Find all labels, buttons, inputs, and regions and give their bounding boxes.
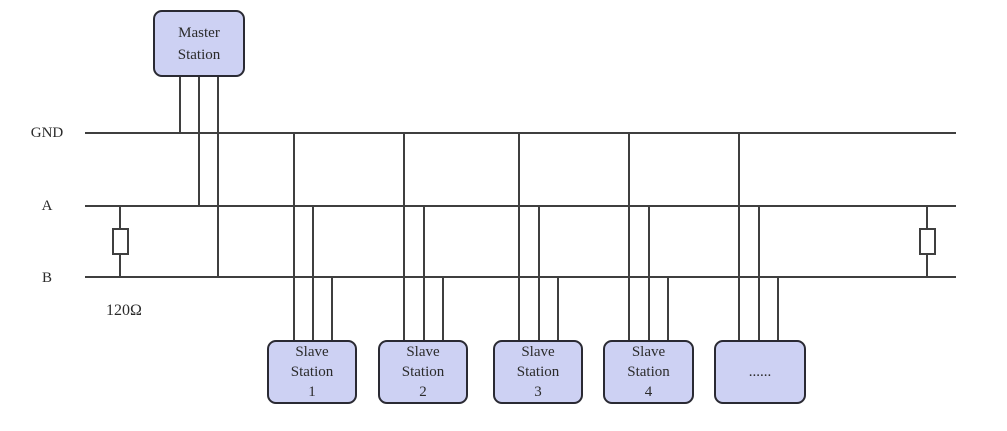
master-station-label-line1: Master [178,24,220,41]
slave-station-1-box: Slave Station 1 [267,340,357,404]
slave-ellipsis-b-wire [777,277,779,341]
slave4-a-wire [648,206,650,341]
a-bus-line [85,205,956,207]
slave-station-2-label-line3: 2 [419,384,427,400]
slave1-b-wire [331,277,333,341]
slave-station-3-label-line2: Station [516,364,560,380]
master-b-wire [217,76,219,278]
slave2-a-wire [423,206,425,341]
slave-station-1-label-line2: Station [290,364,334,380]
slave-station-3-box: Slave Station 3 [493,340,583,404]
slave-station-ellipsis-label: ...... [748,364,772,380]
slave2-b-wire [442,277,444,341]
slave4-b-wire [667,277,669,341]
left-termination-resistor [112,228,129,255]
master-station-label-line2: Station [177,46,221,63]
slave-station-4-label-line3: 4 [644,384,653,400]
slave1-gnd-wire [293,133,295,341]
slave3-b-wire [557,277,559,341]
slave3-a-wire [538,206,540,341]
right-termination-resistor [919,228,936,255]
slave-station-2-label-line1: Slave [406,344,440,360]
slave-station-2-box: Slave Station 2 [378,340,468,404]
slave-station-3-label-line3: 3 [534,384,542,400]
slave-ellipsis-gnd-wire [738,133,740,341]
slave-station-4-label-line2: Station [627,364,670,380]
master-station-box: Master Station [153,10,245,77]
slave-station-1-label-line1: Slave [295,344,329,360]
slave-station-1-label-line3: 1 [308,384,316,400]
master-a-wire [198,76,200,207]
slave-station-4-label-line1: Slave [631,344,666,360]
slave-ellipsis-a-wire [758,206,760,341]
slave4-gnd-wire [628,133,630,341]
termination-resistor-value-label: 120Ω [106,302,142,319]
b-bus-label: B [41,270,52,286]
slave-station-ellipsis-box: ...... [714,340,806,404]
master-gnd-wire [179,76,181,134]
a-bus-label: A [41,198,53,214]
slave1-a-wire [312,206,314,341]
slave3-gnd-wire [518,133,520,341]
slave-station-4-box: Slave Station 4 [603,340,694,404]
b-bus-line [85,276,956,278]
slave-station-3-label-line1: Slave [521,344,555,360]
gnd-bus-line [85,132,956,134]
gnd-bus-label: GND [30,125,64,141]
slave-station-2-label-line2: Station [401,364,445,380]
slave2-gnd-wire [403,133,405,341]
